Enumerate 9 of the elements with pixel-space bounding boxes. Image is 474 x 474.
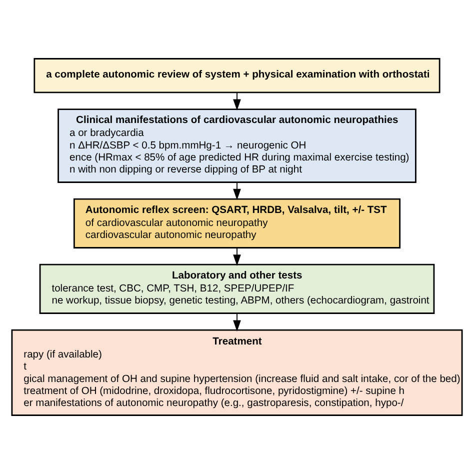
arrow	[233, 182, 241, 200]
arrow	[233, 248, 241, 266]
node-box: Treatment rapy (if available) t gical management of OH and supine hypertension (increase fluid and salt intake, cor of the bed) treatment of OH (midodrine, droxidopa, fludrocortisone, pyridostigmine) +/- supine h er manifestations of autonomic neuropathy (e.g., gastroparesis, constipation, hypo-/	[11, 329, 463, 416]
node-box: Laboratory and other tests tolerance test, CBC, CMP, TSH, B12, SPEP/UPEP/IF ne workup, tissue biopsy, genetic testing, ABPM, others (echocardiogram, gastroint	[39, 264, 435, 314]
node-box: Autonomic reflex screen: QSART, HRDB, Valsalva, tilt, +/- TST of cardiovascular autonomic neuropathy cardiovascular autonomic neuropathy	[73, 198, 401, 248]
arrow	[233, 313, 241, 332]
node-box: Clinical manifestations of cardiovascular autonomic neuropathies a or bradycardia n ΔHR/ΔSBP < 0.5 bpm.mmHg-1 → neurogenic OH ence (HRmax < 85% of age predicted HR during maximal exercise testing) n with non dipping or reverse dipping of BP at night	[58, 108, 416, 183]
arrow	[233, 92, 241, 111]
node-box: a complete autonomic review of system + physical examination with orthostati	[34, 58, 440, 94]
